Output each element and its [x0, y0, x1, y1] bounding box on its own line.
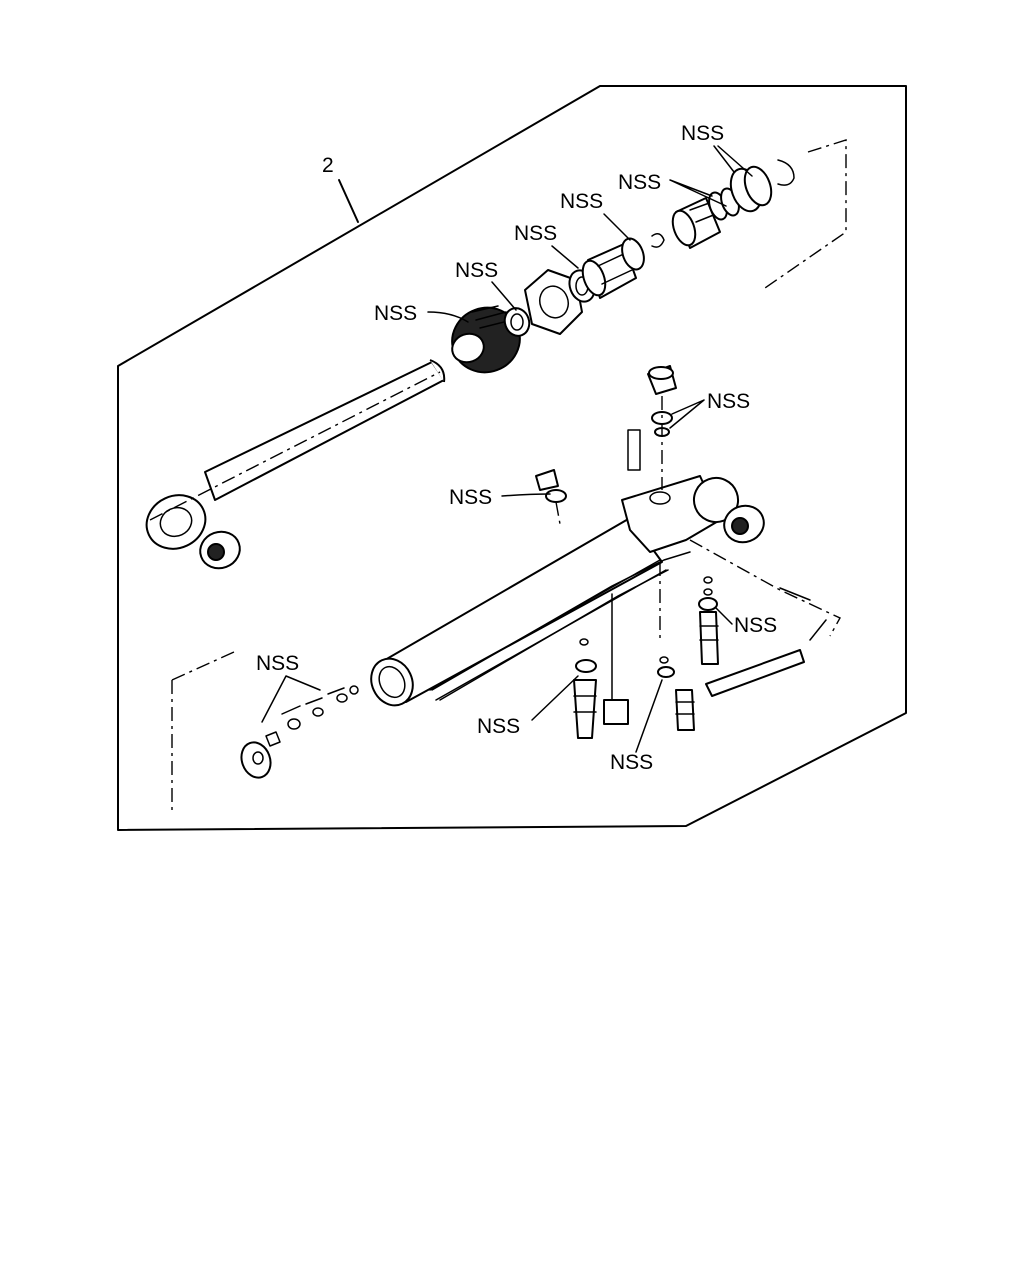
callout-nss: NSS: [455, 259, 498, 282]
lower-left-centerline: [171, 651, 235, 810]
callout-nss: NSS: [256, 652, 299, 675]
callout-nss: NSS: [681, 122, 724, 145]
left-plug-seal: [545, 489, 567, 503]
assembly-boundary: [117, 85, 907, 831]
end-cap: [240, 741, 272, 779]
lower-center-plug: [603, 593, 629, 725]
retaining-clip: [651, 233, 665, 248]
callout-nss: NSS: [514, 222, 557, 245]
upper-centerline: [761, 139, 847, 291]
piston-rod: [145, 359, 446, 550]
cylinder-barrel: [370, 517, 667, 707]
barrel-bushing: [723, 504, 765, 544]
piston-seal-ring: [503, 307, 531, 337]
guide-o-ring: [621, 237, 645, 271]
lower-right-fitting: [657, 656, 695, 731]
left-plug-centerline: [555, 501, 561, 525]
assembly-number-label: 2: [322, 154, 334, 177]
check-valve-parts: [265, 685, 359, 747]
rod-bushing: [199, 530, 241, 570]
head-bushing: [671, 197, 721, 249]
barrel-head-block: [621, 475, 739, 553]
lower-left-fitting: [573, 638, 597, 739]
snap-ring: [777, 159, 795, 186]
gland-nut: [524, 269, 583, 335]
callout-nss: NSS: [707, 390, 750, 413]
callout-nss: NSS: [477, 715, 520, 738]
right-tube-dash: [689, 539, 841, 637]
callout-nss: NSS: [618, 171, 661, 194]
callout-nss: NSS: [560, 190, 603, 213]
top-bolt: [627, 429, 641, 471]
bent-tube: [705, 587, 827, 697]
callout-nss: NSS: [449, 486, 492, 509]
piston: [451, 305, 521, 374]
callout-leaders: [261, 145, 753, 753]
hydraulic-tube: [431, 551, 691, 701]
end-seal-pair: [729, 165, 773, 213]
right-fitting-stack: [698, 576, 719, 665]
left-plug: [535, 469, 559, 491]
callout-nss: NSS: [374, 302, 417, 325]
callout-nss: NSS: [610, 751, 653, 774]
top-plug: [647, 365, 677, 395]
callout-nss: NSS: [734, 614, 777, 637]
assembly-number-leader: [338, 179, 359, 223]
